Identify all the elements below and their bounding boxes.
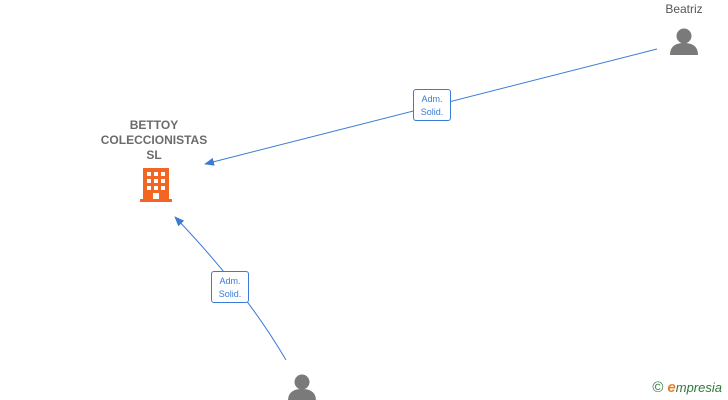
edge-label-line-1: Adm. <box>219 276 241 286</box>
person-icon[interactable] <box>288 374 316 400</box>
edge-label-line-1: Adm. <box>421 94 443 104</box>
copyright-icon: © <box>652 379 664 396</box>
brand-e: e <box>667 379 676 396</box>
company-name-line-1: BETTOY <box>129 118 179 132</box>
edge-label-person2: Adm. Solid. <box>211 271 249 303</box>
person-icon[interactable] <box>670 28 698 56</box>
edge-label-line-2: Solid. <box>218 289 242 299</box>
building-icon[interactable] <box>140 168 172 202</box>
company-name-line-2: COLECCIONISTAS <box>100 133 208 147</box>
company-name-line-3: SL <box>146 148 162 162</box>
edge-label-beatriz: Adm. Solid. <box>413 89 451 121</box>
brand-rest: mpresia <box>675 380 722 395</box>
company-name[interactable]: BETTOY COLECCIONISTAS SL <box>92 118 216 163</box>
edge-label-line-2: Solid. <box>420 107 444 117</box>
empresia-watermark: ©empresia <box>652 379 722 396</box>
person-name-beatriz[interactable]: Beatriz <box>665 2 703 16</box>
